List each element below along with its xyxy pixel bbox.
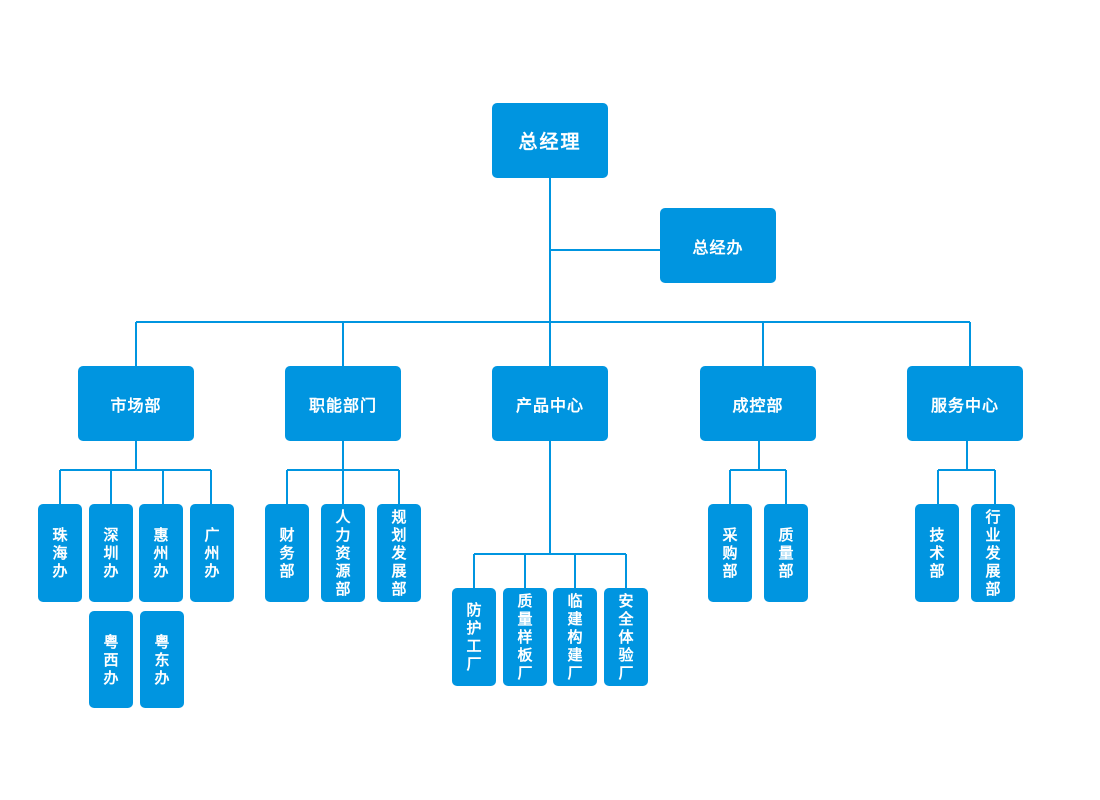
unit-box-procurement: 采购部 bbox=[708, 504, 752, 602]
dept-label: 服务中心 bbox=[930, 395, 999, 415]
unit-label: 采购部 bbox=[722, 526, 738, 580]
general-manager-label: 总经理 bbox=[518, 131, 582, 153]
unit-label: 规划发展部 bbox=[391, 508, 407, 598]
unit-label: 质量样板厂 bbox=[517, 592, 533, 682]
unit-label: 深圳办 bbox=[103, 526, 119, 580]
dept-label: 职能部门 bbox=[308, 395, 377, 415]
unit-label: 人力资源部 bbox=[335, 508, 351, 598]
unit-box-finance: 财务部 bbox=[265, 504, 309, 602]
unit-box-temporary-construction-plant: 临建构建厂 bbox=[553, 588, 597, 686]
gm-office-label: 总经办 bbox=[692, 237, 744, 257]
unit-box-hr: 人力资源部 bbox=[321, 504, 365, 602]
unit-box-planning: 规划发展部 bbox=[377, 504, 421, 602]
unit-box-industry-development: 行业发展部 bbox=[971, 504, 1015, 602]
gm-office-box: 总经办 bbox=[660, 208, 776, 283]
unit-label: 行业发展部 bbox=[985, 508, 1001, 598]
unit-box-yuexi: 粤西办 bbox=[89, 611, 133, 708]
dept-label: 产品中心 bbox=[515, 395, 584, 415]
unit-box-yuedong: 粤东办 bbox=[140, 611, 184, 708]
unit-box-huizhou: 惠州办 bbox=[139, 504, 183, 602]
unit-label: 技术部 bbox=[929, 526, 945, 580]
unit-box-shenzhen: 深圳办 bbox=[89, 504, 133, 602]
unit-box-protection-plant: 防护工厂 bbox=[452, 588, 496, 686]
dept-functional-box: 职能部门 bbox=[285, 366, 401, 441]
dept-cost-control-box: 成控部 bbox=[700, 366, 816, 441]
unit-box-quality: 质量部 bbox=[764, 504, 808, 602]
unit-label: 粤东办 bbox=[154, 632, 170, 687]
unit-label: 惠州办 bbox=[153, 526, 169, 580]
dept-label: 市场部 bbox=[110, 395, 162, 415]
unit-box-technology: 技术部 bbox=[915, 504, 959, 602]
unit-box-zhuhai: 珠海办 bbox=[38, 504, 82, 602]
unit-box-guangzhou: 广州办 bbox=[190, 504, 234, 602]
unit-label: 安全体验厂 bbox=[618, 592, 634, 682]
dept-product-center-box: 产品中心 bbox=[492, 366, 608, 441]
unit-label: 临建构建厂 bbox=[567, 592, 583, 682]
unit-label: 财务部 bbox=[279, 526, 295, 580]
dept-marketing-box: 市场部 bbox=[78, 366, 194, 441]
dept-label: 成控部 bbox=[732, 395, 784, 415]
unit-label: 质量部 bbox=[778, 526, 794, 580]
unit-box-safety-experience-plant: 安全体验厂 bbox=[604, 588, 648, 686]
unit-label: 珠海办 bbox=[52, 526, 68, 580]
general-manager-box: 总经理 bbox=[492, 103, 608, 178]
unit-label: 广州办 bbox=[204, 526, 220, 580]
dept-service-center-box: 服务中心 bbox=[907, 366, 1023, 441]
unit-box-quality-sample-plant: 质量样板厂 bbox=[503, 588, 547, 686]
unit-label: 粤西办 bbox=[103, 632, 119, 687]
unit-label: 防护工厂 bbox=[466, 601, 482, 673]
